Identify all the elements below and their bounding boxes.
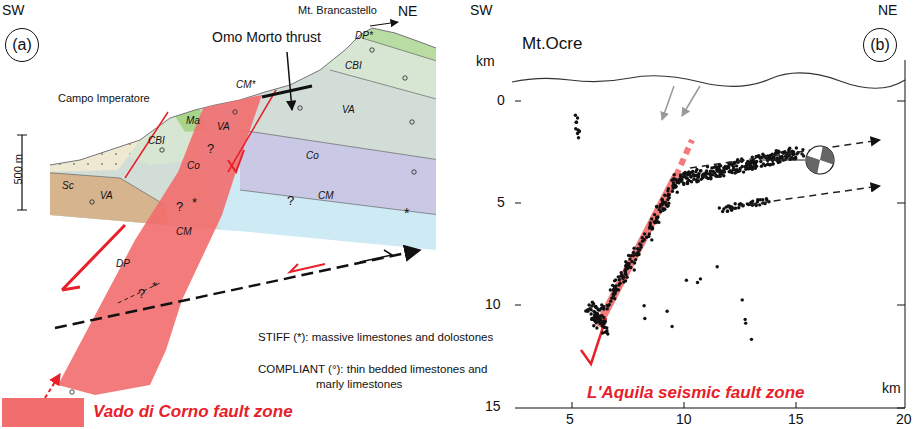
section-label: SW bbox=[2, 2, 25, 18]
legend-swatch bbox=[2, 398, 84, 427]
plot-label: 5 bbox=[497, 194, 505, 210]
panel-letter: (b) bbox=[870, 36, 890, 54]
plot-label: 0 bbox=[497, 92, 505, 108]
focal-mechanism bbox=[806, 146, 834, 174]
section-label: DP bbox=[116, 258, 130, 270]
section-label: * bbox=[404, 205, 409, 221]
section-label: Mt. Brancastello bbox=[298, 4, 377, 17]
section-label: CBI bbox=[148, 135, 165, 147]
fault-zone bbox=[58, 95, 262, 395]
section-label: Co bbox=[187, 160, 200, 172]
plot-label: 15 bbox=[485, 398, 501, 414]
seismicity bbox=[574, 114, 806, 342]
legend-entry: Vado di Corno fault zone bbox=[93, 401, 293, 423]
section-label: Campo Imperatore bbox=[58, 92, 150, 105]
axis-ticks bbox=[515, 101, 905, 408]
plot-label: km bbox=[882, 380, 901, 396]
section-label: ? bbox=[176, 200, 183, 215]
plot-label: SW bbox=[470, 2, 493, 18]
section-label: 500 m bbox=[12, 154, 25, 185]
section-label: CM bbox=[176, 226, 192, 238]
legend-entry: STIFF (*): massive limestones and dolost… bbox=[258, 330, 516, 345]
plot-label: 20 bbox=[896, 411, 912, 427]
section-label: CM bbox=[318, 190, 334, 202]
section-label: DP* bbox=[355, 30, 373, 42]
plot-label: Mt.Ocre bbox=[522, 34, 582, 54]
plot-label: 10 bbox=[485, 296, 501, 312]
section-label: Ma bbox=[186, 115, 200, 127]
legend-entry: COMPLIANT (°): thin bedded limestones an… bbox=[258, 362, 516, 392]
section-label: * bbox=[192, 196, 197, 211]
plot-label: km bbox=[476, 53, 495, 69]
panel-circle: (b) bbox=[863, 28, 897, 62]
section-label: Sc bbox=[62, 180, 74, 192]
panel-circle: (a) bbox=[5, 28, 39, 62]
section-label: VA bbox=[100, 190, 113, 202]
section-label: VA bbox=[217, 121, 230, 133]
section-label: CBI bbox=[345, 60, 362, 72]
section-label: VA bbox=[342, 104, 355, 116]
section-label: Co bbox=[306, 150, 319, 162]
topography bbox=[512, 73, 905, 88]
plot-label: L'Aquila seismic fault zone bbox=[587, 383, 805, 403]
section-label: CM* bbox=[236, 79, 255, 91]
plot-label: 5 bbox=[566, 411, 574, 427]
plot-label: 15 bbox=[788, 411, 804, 427]
section-label: ? bbox=[207, 142, 214, 157]
plot-label: 10 bbox=[676, 411, 692, 427]
panel-letter: (a) bbox=[12, 36, 32, 54]
section-label: ? bbox=[138, 287, 145, 302]
section-label: Omo Morto thrust bbox=[212, 29, 321, 45]
section-label: * bbox=[152, 280, 157, 295]
section-label: ? bbox=[287, 194, 294, 209]
plot-label: NE bbox=[878, 2, 897, 18]
section-label: NE bbox=[398, 3, 417, 19]
